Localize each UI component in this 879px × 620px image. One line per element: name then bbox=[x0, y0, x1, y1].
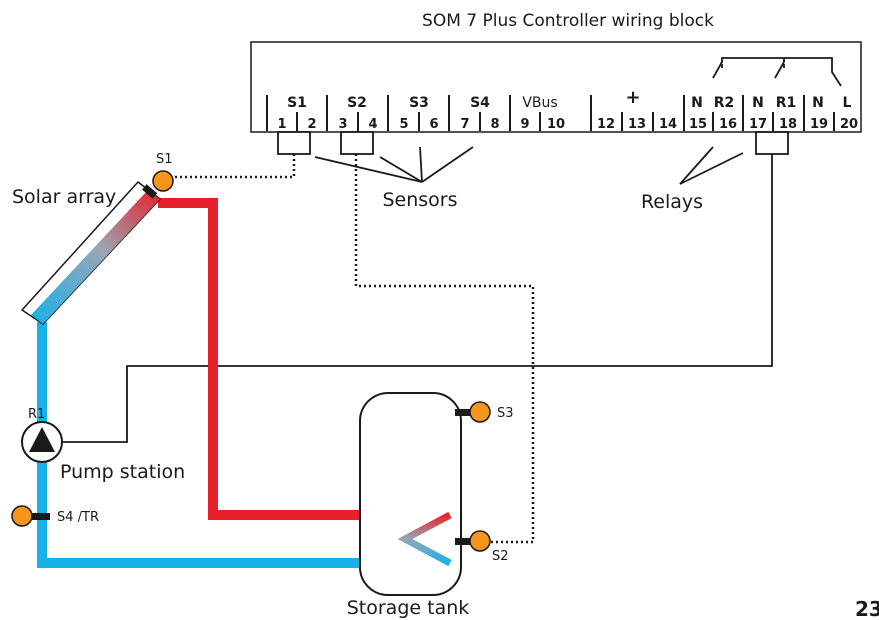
connector-s1 bbox=[277, 131, 311, 155]
sensors-label: Sensors bbox=[382, 189, 457, 211]
cold-return-pipe bbox=[37, 322, 458, 568]
sensor-wires bbox=[168, 154, 535, 544]
relays-label: Relays bbox=[641, 191, 703, 213]
connector-s2 bbox=[340, 131, 374, 155]
sensor-s1-icon bbox=[152, 170, 174, 192]
terminal-label-s1: S1 bbox=[287, 95, 307, 111]
sensor-s3-label: S3 bbox=[497, 406, 514, 421]
storage-tank bbox=[359, 392, 462, 596]
terminal-number: 8 bbox=[490, 117, 499, 132]
terminal-label-s3: S3 bbox=[409, 95, 429, 111]
terminal-numbers: 1 2 3 4 5 6 7 8 9 10 12 13 14 15 16 17 1… bbox=[277, 117, 858, 132]
terminal-label-l: L bbox=[843, 95, 852, 111]
controller-block bbox=[250, 41, 862, 133]
terminal-number: 3 bbox=[338, 117, 347, 132]
heat-exchanger-coil bbox=[397, 511, 452, 567]
sensors-pointer-lines bbox=[314, 146, 474, 183]
storage-tank-label-text: Storage tank bbox=[347, 597, 470, 619]
terminal-number: 12 bbox=[597, 117, 615, 132]
pump-r1-label: R1 bbox=[28, 407, 45, 422]
terminal-label-n1: N bbox=[691, 95, 703, 111]
terminal-group-labels: S1 S2 S3 S4 VBus + N R2 N R1 N L bbox=[287, 87, 851, 111]
sensor-s4-label: S4 /TR bbox=[57, 510, 99, 525]
relays-pointer-lines bbox=[679, 146, 744, 185]
terminal-number: 13 bbox=[628, 117, 646, 132]
terminal-number: 15 bbox=[689, 117, 707, 132]
terminal-label-r1: R1 bbox=[776, 95, 797, 111]
terminal-label-n3: N bbox=[812, 95, 824, 111]
relay-switch-symbols bbox=[712, 57, 842, 87]
terminal-group-separators bbox=[266, 95, 805, 131]
sensor-s4-icon bbox=[11, 505, 33, 527]
connector-stubs bbox=[277, 131, 789, 155]
hot-flow-pipe bbox=[158, 198, 450, 520]
terminal-number: 5 bbox=[399, 117, 408, 132]
terminal-number: 6 bbox=[429, 117, 438, 132]
pump-station-label: Pump station bbox=[60, 461, 185, 483]
diagram-title: SOM 7 Plus Controller wiring block bbox=[422, 11, 714, 31]
terminal-number: 10 bbox=[547, 117, 565, 132]
terminal-number: 2 bbox=[307, 117, 316, 132]
sensor-s2-label: S2 bbox=[492, 549, 509, 564]
connector-r1 bbox=[755, 131, 789, 155]
solar-array-label: Solar array bbox=[12, 186, 116, 208]
sensor-s1-label: S1 bbox=[156, 152, 173, 167]
terminal-number: 1 bbox=[277, 117, 286, 132]
relay-r1-wire bbox=[62, 154, 773, 443]
terminal-label-n2: N bbox=[752, 95, 764, 111]
terminal-label-s4: S4 bbox=[470, 95, 490, 111]
sensor-s3-icon bbox=[469, 401, 491, 423]
terminal-number: 9 bbox=[520, 117, 529, 132]
s1-sensor-wire bbox=[168, 154, 296, 179]
terminal-number: 17 bbox=[749, 117, 767, 132]
s2-sensor-wire bbox=[354, 154, 535, 544]
pump-icon bbox=[21, 421, 63, 463]
page-number: 23 bbox=[855, 597, 879, 620]
terminal-number: 4 bbox=[368, 117, 377, 132]
terminal-label-r2: R2 bbox=[714, 95, 735, 111]
terminal-number: 14 bbox=[659, 117, 677, 132]
terminal-label-vbus: VBus bbox=[522, 95, 557, 111]
terminal-label-plus: + bbox=[625, 87, 640, 108]
terminal-number: 18 bbox=[779, 117, 797, 132]
terminal-label-s2: S2 bbox=[347, 95, 367, 111]
terminal-number: 16 bbox=[719, 117, 737, 132]
terminal-number: 20 bbox=[840, 117, 858, 132]
solar-array bbox=[20, 180, 162, 325]
terminal-separators bbox=[296, 112, 835, 131]
sensor-s2-icon bbox=[469, 530, 491, 552]
terminal-number: 19 bbox=[810, 117, 828, 132]
terminal-number: 7 bbox=[460, 117, 469, 132]
